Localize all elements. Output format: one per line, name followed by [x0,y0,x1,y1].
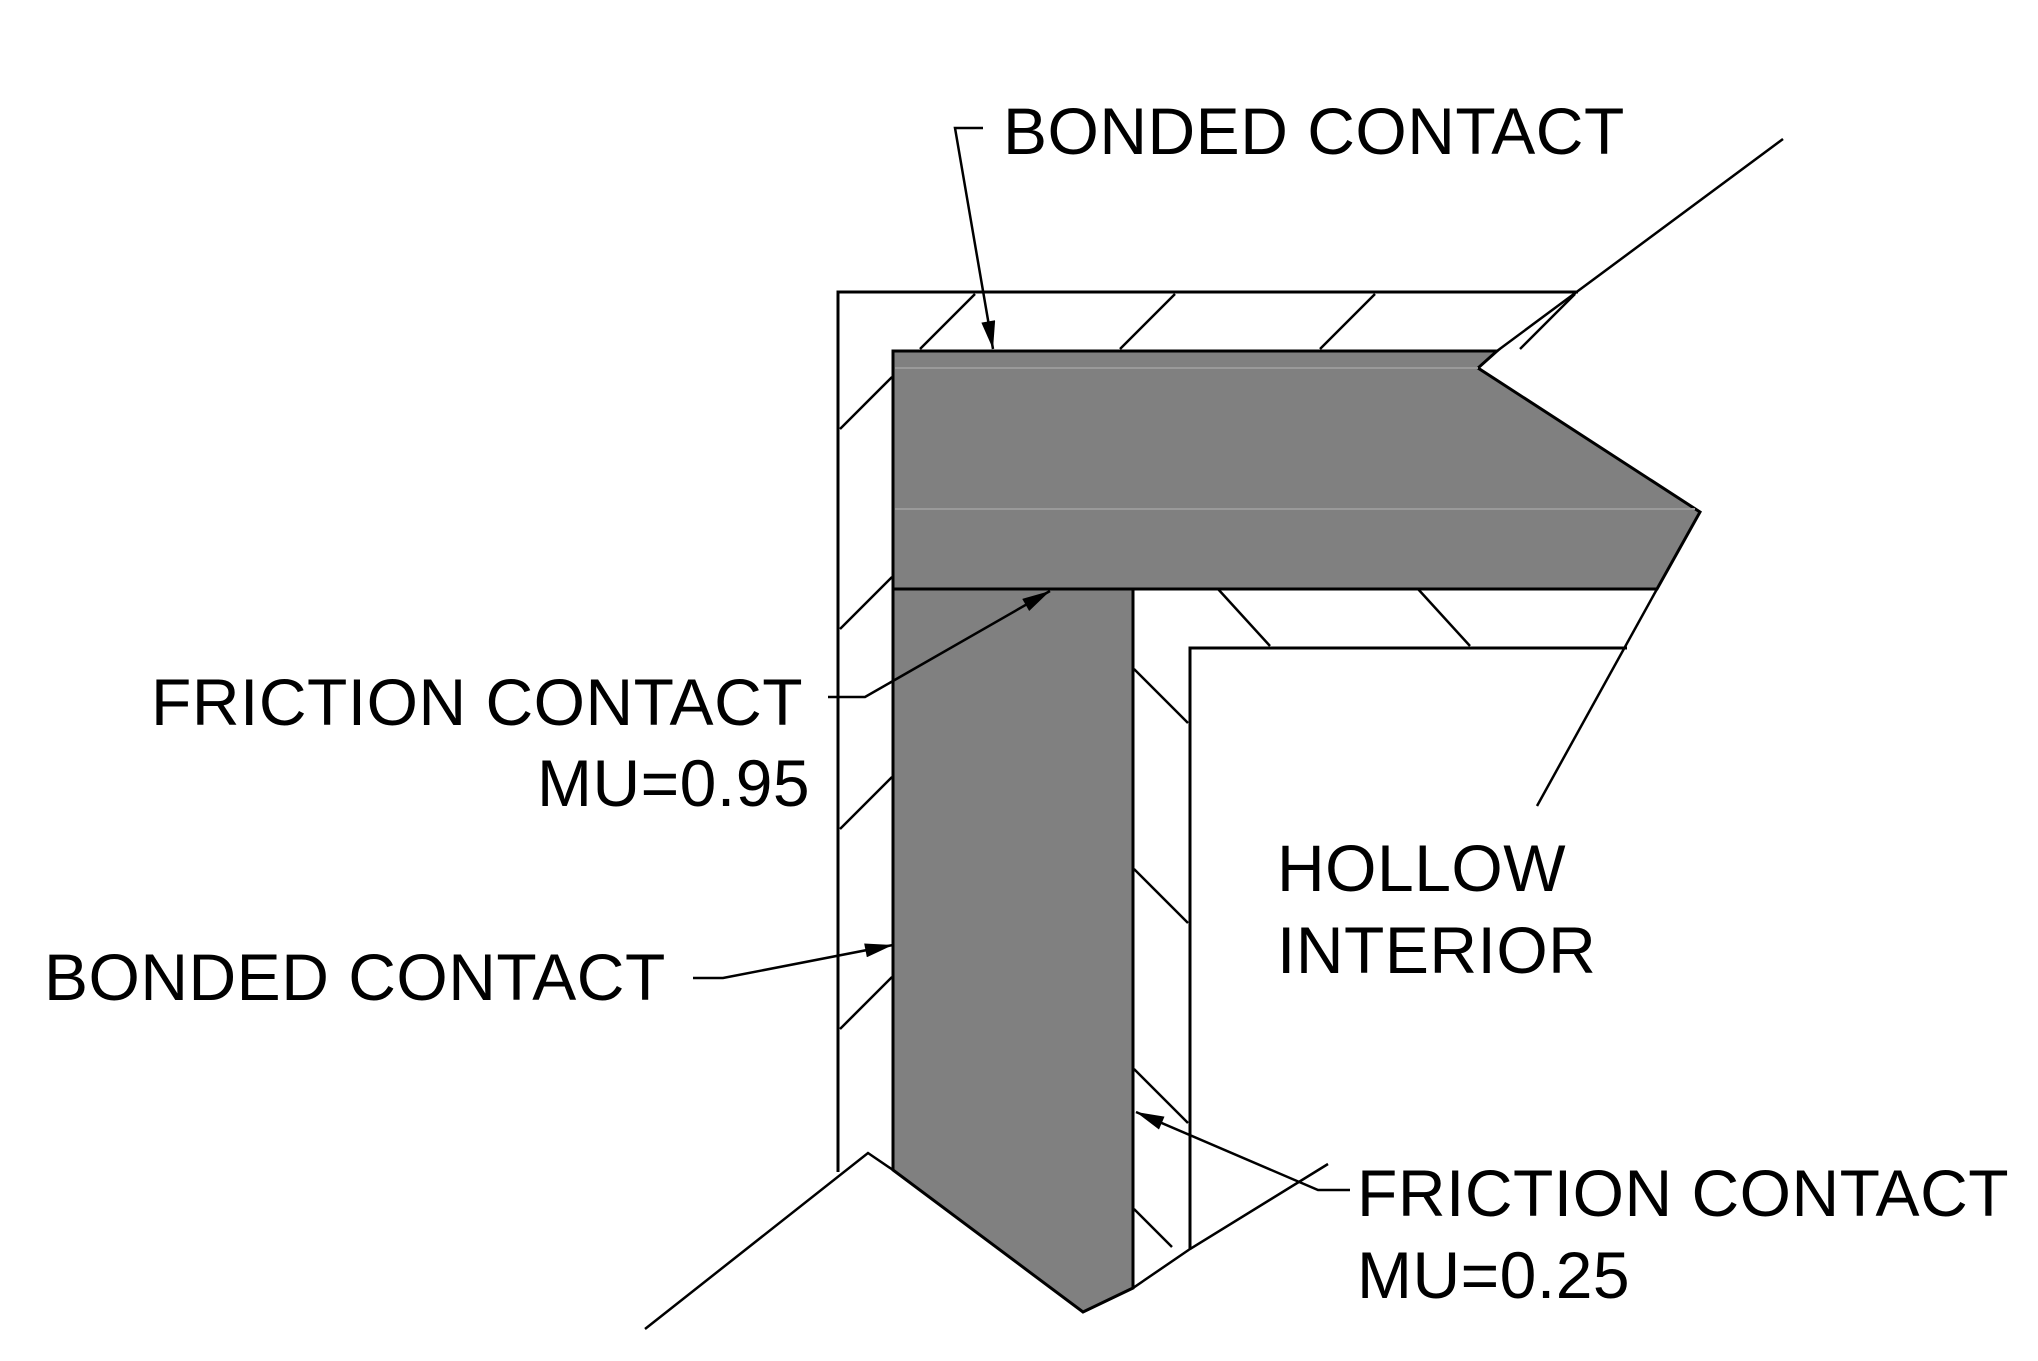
label-friction-contact-1: FRICTION CONTACT [151,665,804,739]
label-bonded-contact-left: BONDED CONTACT [44,940,666,1014]
label-friction-mu-1: MU=0.95 [537,746,811,820]
hatch-outer-top [919,293,1576,350]
leader-friction-contact-095 [828,589,1051,699]
hatch-inner-top [1217,588,1471,647]
leader-bonded-contact-left [693,943,894,980]
leader-bonded-contact-top [953,126,996,350]
label-bonded-contact-top: BONDED CONTACT [1003,94,1625,168]
label-hollow-interior-line1: HOLLOW [1277,831,1567,905]
inner-shell-outline [1188,646,1627,1249]
label-hollow-interior-line2: INTERIOR [1277,913,1597,987]
label-friction-contact-2: FRICTION CONTACT [1357,1156,2010,1230]
leader-friction-contact-025 [1135,1110,1350,1192]
label-friction-mu-2: MU=0.25 [1357,1238,1631,1312]
solid-part-vertical [891,587,1135,1314]
outer-shell-outline [836,290,1578,1172]
solid-part-horizontal [891,349,1702,591]
hatch-outer-left [839,376,893,1030]
break-lines [644,137,1784,1330]
hatch-inner-left [1133,668,1189,1248]
